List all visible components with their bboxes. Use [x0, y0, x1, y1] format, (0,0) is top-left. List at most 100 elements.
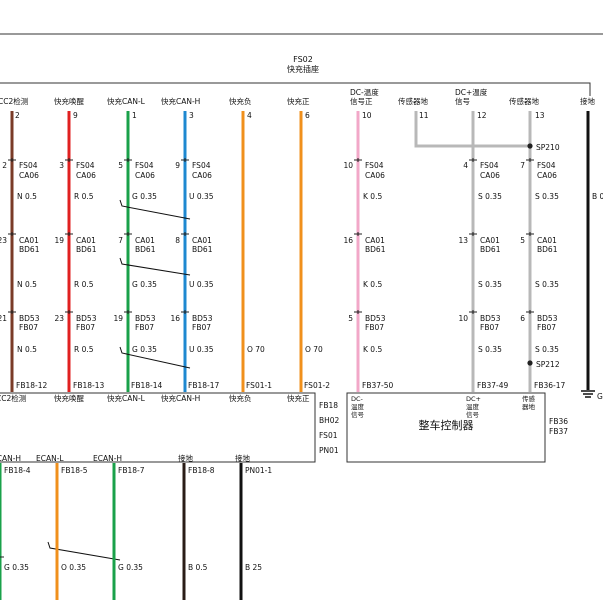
lower-titles: ECAN-H ECAN-L ECAN-H 接地 接地	[0, 453, 250, 463]
svg-text:FB18-13: FB18-13	[73, 381, 104, 390]
svg-text:23: 23	[54, 314, 64, 323]
svg-text:K 0.5: K 0.5	[363, 280, 382, 289]
svg-text:13: 13	[458, 236, 468, 245]
svg-text:FB07: FB07	[480, 323, 499, 332]
svg-text:快充CAN-H: 快充CAN-H	[161, 393, 200, 403]
svg-text:O 70: O 70	[305, 345, 323, 354]
svg-text:BD61: BD61	[537, 245, 558, 254]
title-earth: 接地	[580, 96, 595, 106]
ground-symbol	[581, 390, 595, 398]
module-left-codes: FB18 BH02 FS01 PN01	[319, 401, 340, 455]
pin-cc2: 2	[15, 111, 20, 120]
svg-text:CA06: CA06	[135, 171, 155, 180]
svg-text:5: 5	[118, 161, 123, 170]
pin-dcpos: 12	[477, 111, 487, 120]
pin-gnd11: 11	[419, 111, 429, 120]
svg-text:S 0.35: S 0.35	[478, 280, 502, 289]
title-dcneg-1: DC-温度	[350, 87, 379, 97]
svg-text:R 0.5: R 0.5	[74, 192, 94, 201]
svg-text:7: 7	[118, 236, 123, 245]
svg-text:8: 8	[175, 236, 180, 245]
svg-text:DC-: DC-	[351, 395, 364, 403]
svg-text:BD61: BD61	[76, 245, 97, 254]
svg-text:G 0.35: G 0.35	[118, 563, 143, 572]
row-bd53: 21 BD53 FB07 23 BD53 FB07 19 BD53 FB07 1…	[0, 314, 558, 332]
svg-text:5: 5	[348, 314, 353, 323]
svg-text:温度: 温度	[351, 402, 365, 411]
svg-text:快充负: 快充负	[229, 393, 252, 403]
svg-text:ECAN-H: ECAN-H	[0, 454, 21, 463]
svg-text:CA06: CA06	[537, 171, 557, 180]
splice-sp212-label: SP212	[536, 360, 560, 369]
svg-text:CA01: CA01	[365, 236, 385, 245]
module-pin-labels: FB18-12 FB18-13 FB18-14 FB18-17 FS01-1 F…	[16, 381, 565, 390]
svg-text:BD53: BD53	[537, 314, 558, 323]
svg-text:FB37: FB37	[549, 427, 568, 436]
svg-text:FB18-8: FB18-8	[188, 466, 215, 475]
svg-text:FS01-2: FS01-2	[304, 381, 330, 390]
svg-text:S 0.35: S 0.35	[478, 192, 502, 201]
svg-text:K 0.5: K 0.5	[363, 192, 382, 201]
title-wake: 快充唤醒	[54, 96, 84, 106]
svg-text:6: 6	[520, 314, 525, 323]
svg-text:接地: 接地	[235, 453, 250, 463]
svg-text:FS04: FS04	[19, 161, 38, 170]
svg-text:FB07: FB07	[365, 323, 384, 332]
svg-text:U 0.35: U 0.35	[189, 345, 214, 354]
wires-top	[10, 111, 590, 392]
svg-text:BD53: BD53	[365, 314, 386, 323]
splice-sp212	[527, 360, 533, 366]
svg-text:9: 9	[175, 161, 180, 170]
svg-text:BD61: BD61	[19, 245, 40, 254]
svg-text:16: 16	[343, 236, 353, 245]
connector-ticks	[8, 158, 534, 314]
svg-text:FB18-17: FB18-17	[188, 381, 219, 390]
vcu-name: 整车控制器	[419, 418, 474, 432]
vcu-box	[346, 392, 546, 463]
row-ca01: 23 CA01 BD61 19 CA01 BD61 7 CA01 BD61 8 …	[0, 236, 558, 254]
title-gnd13: 传感器地	[509, 96, 539, 106]
svg-text:FB07: FB07	[192, 323, 211, 332]
svg-text:23: 23	[0, 236, 7, 245]
wire-gnd11	[414, 111, 530, 148]
svg-text:10: 10	[343, 161, 353, 170]
svg-text:5: 5	[520, 236, 525, 245]
module-left-bottom-labels: CC2检测 快充唤醒 快充CAN-L 快充CAN-H 快充负 快充正	[0, 393, 310, 403]
title-canl: 快充CAN-L	[107, 96, 146, 106]
svg-text:接地: 接地	[178, 453, 193, 463]
svg-text:CA01: CA01	[480, 236, 500, 245]
svg-text:S 0.35: S 0.35	[478, 345, 502, 354]
connector-name: 快充插座	[287, 64, 319, 74]
svg-text:BD61: BD61	[192, 245, 213, 254]
vcu-codes: FB36 FB37	[549, 417, 568, 436]
svg-text:CA01: CA01	[537, 236, 557, 245]
svg-text:16: 16	[170, 314, 180, 323]
svg-text:N 0.5: N 0.5	[17, 345, 37, 354]
svg-text:N 0.5: N 0.5	[17, 280, 37, 289]
svg-text:CA01: CA01	[19, 236, 39, 245]
pins-fs02: 2 9 1 3 4 6 10 11 12 13	[15, 111, 545, 120]
svg-text:PN01: PN01	[319, 446, 339, 455]
svg-text:7: 7	[520, 161, 525, 170]
twisted-pair-marks	[47, 199, 191, 561]
svg-text:19: 19	[54, 236, 64, 245]
svg-text:FS01-1: FS01-1	[246, 381, 272, 390]
svg-text:CA06: CA06	[192, 171, 212, 180]
svg-text:FS04: FS04	[537, 161, 556, 170]
svg-text:温度: 温度	[466, 402, 480, 411]
svg-text:R 0.5: R 0.5	[74, 345, 94, 354]
svg-text:G 0.35: G 0.35	[132, 280, 157, 289]
svg-text:CA01: CA01	[76, 236, 96, 245]
svg-text:快充唤醒: 快充唤醒	[54, 393, 84, 403]
svg-text:FB37-50: FB37-50	[362, 381, 393, 390]
svg-text:FB18: FB18	[319, 401, 338, 410]
lower-fb-labels: FB18-4 FB18-5 FB18-7 FB18-8 PN01-1	[4, 466, 272, 475]
svg-text:FB37-49: FB37-49	[477, 381, 508, 390]
title-dcneg-2: 信号正	[350, 96, 373, 106]
svg-text:FS04: FS04	[135, 161, 154, 170]
svg-text:BD53: BD53	[480, 314, 501, 323]
svg-text:快充CAN-L: 快充CAN-L	[107, 393, 146, 403]
title-dcpos-1: DC+温度	[455, 87, 488, 97]
